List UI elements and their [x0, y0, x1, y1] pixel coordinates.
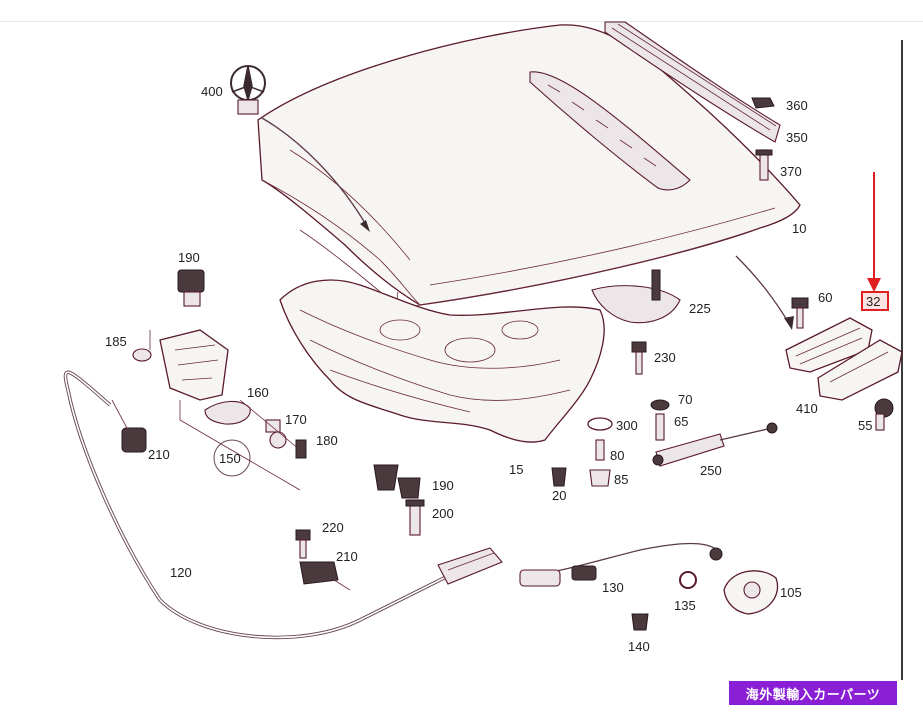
label-65: 65: [674, 414, 688, 429]
label-210-lower: 210: [336, 549, 358, 564]
label-60: 60: [818, 290, 832, 305]
label-180: 180: [316, 433, 338, 448]
label-55: 55: [858, 418, 872, 433]
cable-130-part[interactable]: [519, 542, 723, 587]
lock-210-upper-part[interactable]: [121, 427, 147, 453]
gas-strut-part[interactable]: [652, 422, 778, 467]
right-border: [901, 40, 903, 680]
label-135: 135: [674, 598, 696, 613]
label-15: 15: [509, 462, 523, 477]
hood-part[interactable]: [257, 24, 801, 307]
label-20: 20: [552, 488, 566, 503]
top-border: [0, 21, 923, 22]
hood-star-part[interactable]: [230, 65, 266, 115]
label-220: 220: [322, 520, 344, 535]
label-370: 370: [780, 164, 802, 179]
grommet-85-part[interactable]: [589, 469, 611, 487]
clip-140-part[interactable]: [631, 613, 649, 631]
label-350: 350: [786, 130, 808, 145]
sleeve-150-part[interactable]: [269, 431, 287, 449]
cowl-strip-part[interactable]: [604, 21, 781, 143]
label-170: 170: [285, 412, 307, 427]
bolt-60-part[interactable]: [791, 297, 809, 329]
clip-360-part[interactable]: [751, 97, 775, 109]
washer-70-part[interactable]: [650, 399, 670, 411]
lock-bracket-part[interactable]: [159, 329, 229, 401]
label-160: 160: [247, 385, 269, 400]
label-210-upper: 210: [148, 447, 170, 462]
fastener-190-lower-part[interactable]: [373, 464, 421, 499]
label-32: 32: [866, 294, 880, 309]
label-190-upper: 190: [178, 250, 200, 265]
bolt-230-part[interactable]: [631, 341, 647, 375]
bolt-200-part[interactable]: [405, 499, 425, 536]
label-225: 225: [689, 301, 711, 316]
catch-160-part[interactable]: [204, 400, 251, 425]
insulation-mat-part[interactable]: [279, 279, 605, 443]
bolt-185-part[interactable]: [132, 348, 152, 362]
shop-watermark-badge: 海外製輸入カーパーツ: [729, 681, 897, 705]
cable-handle-part[interactable]: [437, 547, 503, 585]
lock-105-part[interactable]: [723, 570, 779, 615]
hinge-410-part[interactable]: [817, 339, 903, 401]
label-230: 230: [654, 350, 676, 365]
lock-210-lower-part[interactable]: [299, 561, 339, 585]
label-200: 200: [432, 506, 454, 521]
label-360: 360: [786, 98, 808, 113]
label-105: 105: [780, 585, 802, 600]
clip-170-part[interactable]: [265, 419, 281, 433]
release-cable-part[interactable]: [63, 370, 461, 640]
bracket-225-part[interactable]: [591, 269, 681, 324]
label-150: 150: [219, 451, 241, 466]
label-140: 140: [628, 639, 650, 654]
label-300: 300: [616, 418, 638, 433]
label-70: 70: [678, 392, 692, 407]
screw-180-part[interactable]: [295, 439, 307, 459]
label-85: 85: [614, 472, 628, 487]
label-10: 10: [792, 221, 806, 236]
label-130: 130: [602, 580, 624, 595]
label-410: 410: [796, 401, 818, 416]
washer-135-part[interactable]: [679, 571, 697, 589]
highlight-arrow: [861, 172, 889, 311]
label-120: 120: [170, 565, 192, 580]
label-250: 250: [700, 463, 722, 478]
bolt-65-part[interactable]: [655, 413, 665, 441]
pin-80-part[interactable]: [595, 439, 605, 461]
label-185: 185: [105, 334, 127, 349]
bolt-55-part[interactable]: [874, 398, 894, 431]
label-80: 80: [610, 448, 624, 463]
fastener-190-upper-part[interactable]: [177, 269, 205, 307]
label-190-lower: 190: [432, 478, 454, 493]
label-400: 400: [201, 84, 223, 99]
clip-20-part[interactable]: [551, 467, 567, 487]
bolt-370-part[interactable]: [755, 149, 773, 181]
cap-300-part[interactable]: [587, 417, 613, 431]
bolt-220-part[interactable]: [295, 529, 311, 559]
